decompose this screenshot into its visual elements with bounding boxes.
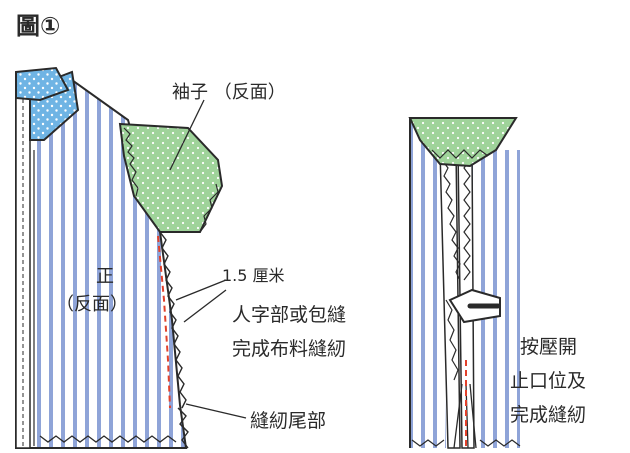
label-press-line1: 按壓開	[520, 336, 578, 358]
label-sleeve: 袖子 （反面）	[172, 82, 286, 103]
sleeve-wrong-side	[118, 122, 224, 233]
shirt-body-front	[15, 78, 188, 449]
label-front-line1: 正	[96, 266, 114, 287]
figure-label: 圖①	[16, 12, 61, 40]
sleeve-top-right	[408, 117, 518, 168]
label-front-line2: （反面）	[56, 294, 128, 315]
seam-line-red	[157, 235, 171, 409]
iron-icon	[448, 288, 501, 324]
label-finish-line1: 人字部或包縫	[232, 304, 347, 326]
label-press-line3: 完成縫紉	[510, 404, 587, 426]
label-press-line2: 止口位及	[510, 370, 587, 392]
shirt-body-side	[409, 118, 521, 449]
label-seam-allowance: 1.5 厘米	[222, 266, 285, 285]
label-seam-end: 縫紉尾部	[250, 410, 327, 432]
leader-lines-left	[169, 99, 247, 419]
label-finish-line2: 完成布料縫紉	[232, 338, 347, 360]
side-seam-overlock	[39, 231, 189, 449]
collar	[15, 66, 80, 141]
